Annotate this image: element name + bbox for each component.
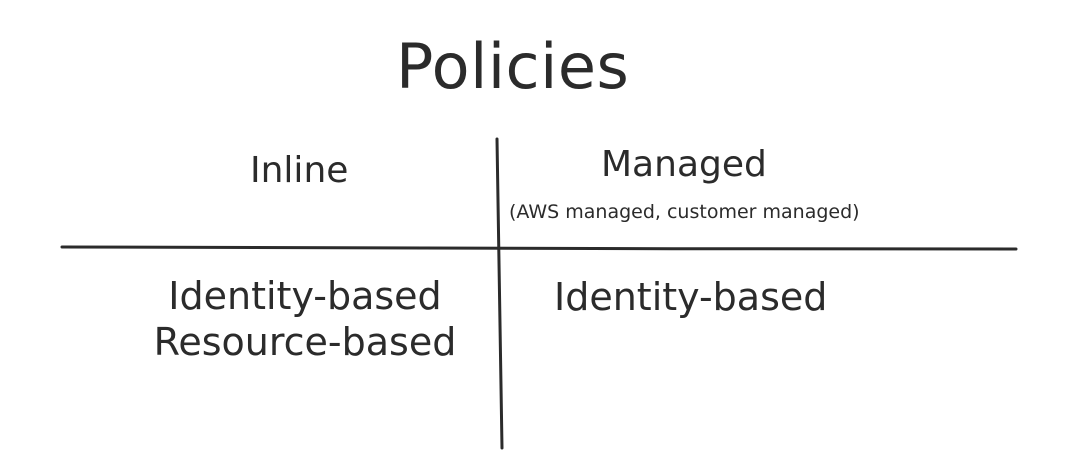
vertical-divider xyxy=(495,137,504,450)
managed-item-identity-based: Identity-based xyxy=(554,275,828,319)
managed-heading: Managed xyxy=(601,144,767,185)
inline-items: Identity-based Resource-based xyxy=(140,273,470,365)
managed-note: (AWS managed, customer managed) xyxy=(509,201,860,223)
diagram-title: Policies xyxy=(396,30,630,103)
inline-heading: Inline xyxy=(250,150,349,191)
inline-item-resource-based: Resource-based xyxy=(153,320,457,364)
horizontal-divider xyxy=(60,245,1018,251)
inline-item-identity-based: Identity-based xyxy=(168,274,442,318)
